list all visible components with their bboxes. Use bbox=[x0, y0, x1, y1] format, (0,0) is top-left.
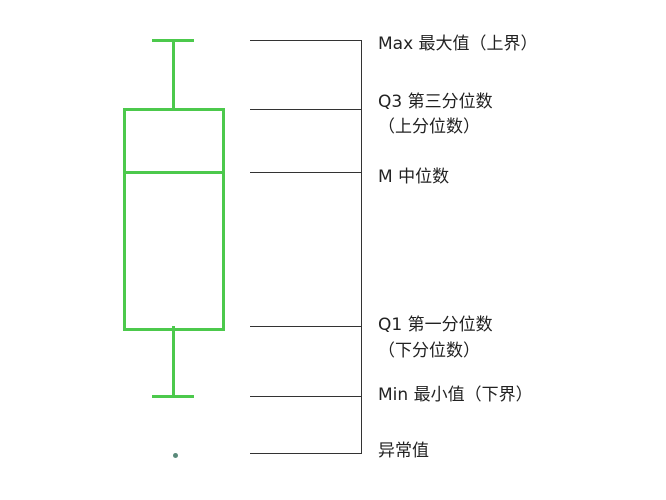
lower-whisker bbox=[172, 326, 175, 397]
leader-min bbox=[250, 396, 362, 397]
leader-outlier bbox=[250, 453, 362, 454]
label-outlier: 异常值 bbox=[378, 441, 429, 461]
min-whisker-cap bbox=[152, 395, 194, 398]
leader-q1 bbox=[250, 326, 362, 327]
label-q1: Q1 第一分位数 bbox=[378, 315, 493, 335]
label-q3-sub: （上分位数） bbox=[378, 117, 480, 137]
iqr-box bbox=[123, 108, 225, 331]
leader-vertical bbox=[361, 40, 362, 454]
label-max: Max 最大值（上界） bbox=[378, 34, 538, 54]
label-q3: Q3 第三分位数 bbox=[378, 92, 493, 112]
label-q1-sub: （下分位数） bbox=[378, 341, 480, 361]
leader-median bbox=[250, 172, 362, 173]
outlier-point bbox=[173, 453, 178, 458]
leader-max bbox=[250, 40, 362, 41]
label-median: M 中位数 bbox=[378, 167, 450, 187]
upper-whisker bbox=[172, 40, 175, 110]
median-line bbox=[123, 171, 225, 174]
label-min: Min 最小值（下界） bbox=[378, 385, 533, 405]
leader-q3 bbox=[250, 109, 362, 110]
